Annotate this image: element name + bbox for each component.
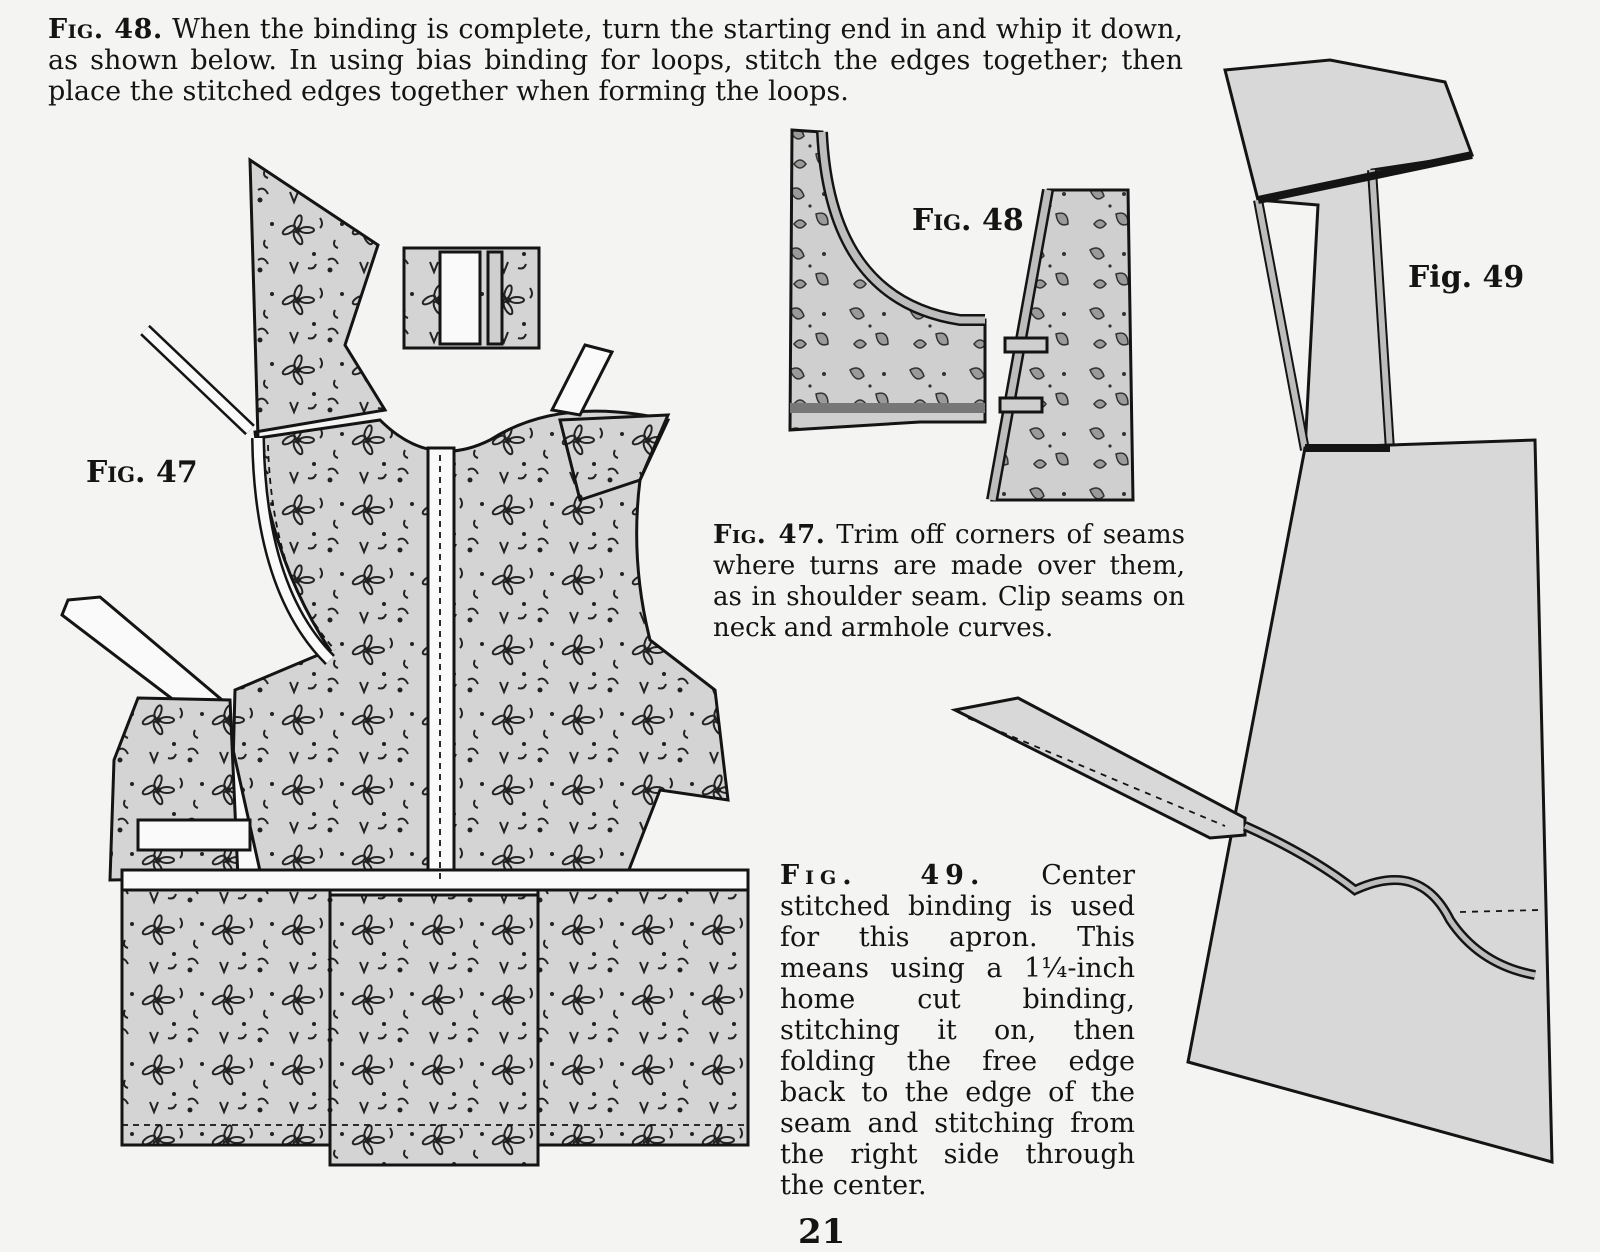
fig47-caption: Fig. 47. Trim off corners of seams where…: [713, 520, 1185, 644]
fig48-caption-text: When the binding is complete, turn the s…: [48, 14, 1183, 107]
fig48-caption-ref: Fig. 48.: [48, 14, 163, 45]
fig48-binding-drawing: [788, 128, 1135, 502]
fig49-caption-ref: Fig. 49.: [780, 860, 986, 891]
page-number: 21: [798, 1212, 846, 1252]
fig49-label: Fig. 49: [1408, 260, 1525, 295]
fig49-apron-drawing: [950, 58, 1554, 1164]
fig47-label: Fig. 47: [86, 455, 198, 490]
fig47-garment-drawing: [60, 157, 750, 1167]
fig48-label: Fig. 48: [912, 203, 1024, 238]
fig49-caption: Fig. 49. Center stitched binding is used…: [780, 860, 1135, 1201]
fig47-caption-ref: Fig. 47.: [713, 520, 826, 550]
fig49-caption-text: Center stitched binding is used for this…: [780, 860, 1135, 1201]
fig47-caption-text: Trim off corners of seams where turns ar…: [713, 520, 1185, 643]
fig48-caption: Fig. 48. When the binding is complete, t…: [48, 14, 1183, 107]
